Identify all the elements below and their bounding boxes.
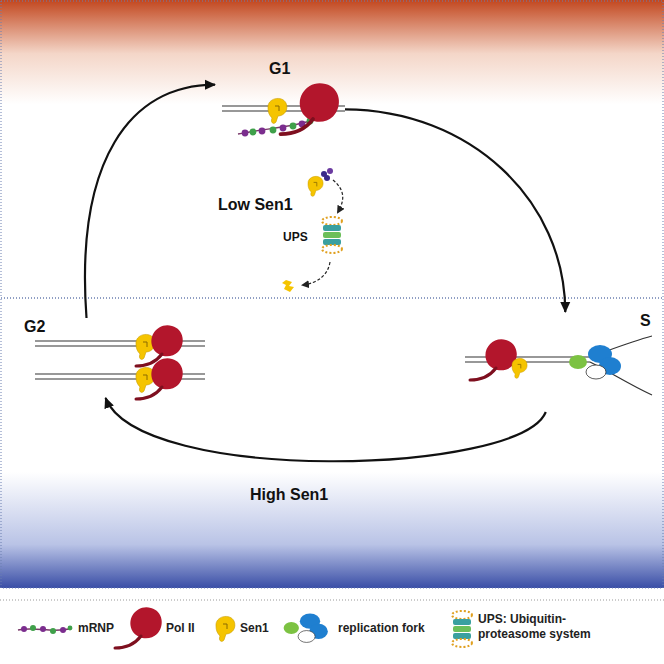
phase-node: S — [460, 312, 655, 412]
legend-text: mRNP — [78, 621, 114, 635]
phase-label: G1 — [269, 60, 290, 78]
legend-text: UPS: Ubiquitin-proteasome system — [478, 612, 598, 642]
annotation-label: UPS — [283, 230, 308, 244]
s-replication — [465, 336, 652, 395]
phase-node: G2 — [20, 318, 210, 398]
legend-text: replication fork — [338, 621, 425, 635]
phase-label: G2 — [24, 318, 45, 336]
g1-band — [0, 0, 664, 298]
legend-text: Pol II — [166, 621, 195, 635]
legend-icons — [18, 607, 472, 648]
cycle-arrow — [345, 109, 565, 312]
cycle-arrow — [85, 85, 215, 318]
legend-text: Sen1 — [240, 621, 269, 635]
cycle-arrow — [106, 398, 546, 461]
panel-border — [1, 1, 663, 298]
phase-node: G1 — [215, 60, 345, 155]
panel-border — [1, 298, 663, 588]
phase-label: S — [640, 312, 651, 330]
sg2-band — [0, 298, 664, 588]
g2-chromatin — [35, 325, 205, 399]
annotation-label: Low Sen1 — [218, 196, 293, 214]
legend-divider — [0, 600, 664, 601]
annotation-label: High Sen1 — [250, 486, 328, 504]
g1-transcription — [222, 83, 345, 292]
